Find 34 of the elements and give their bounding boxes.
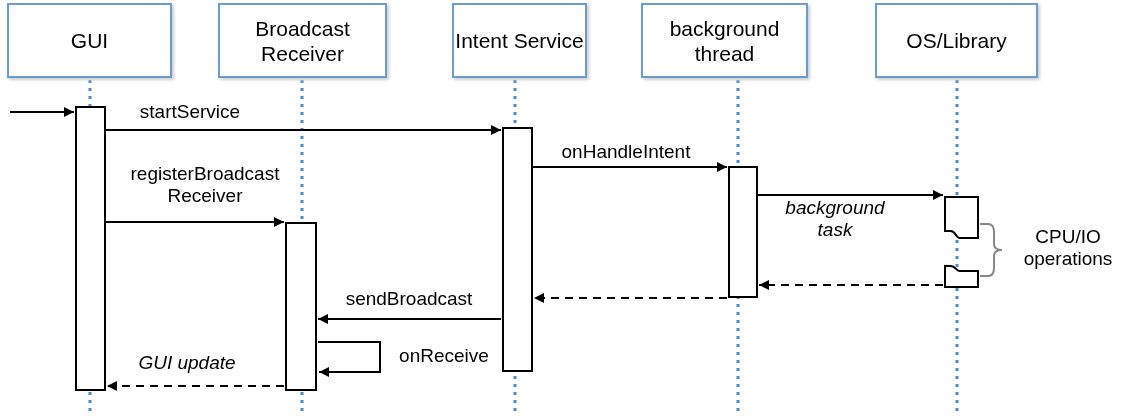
message-arrow — [9, 107, 75, 117]
edge-label: startService — [138, 101, 242, 123]
activation-bar — [502, 127, 533, 372]
message-arrow — [758, 280, 944, 290]
message-arrow — [533, 293, 728, 303]
message-arrow — [106, 381, 285, 391]
edge-label: onHandleIntent — [560, 141, 692, 163]
participant-box — [641, 3, 808, 78]
participant-box — [7, 3, 172, 78]
edge-label: GUI update — [137, 352, 237, 374]
activation-bar — [75, 106, 106, 391]
participant-name: background thread — [668, 15, 781, 66]
participant-box — [218, 3, 387, 78]
activation-bar — [728, 166, 758, 298]
message-arrow — [532, 162, 728, 172]
edge-label: onReceive — [398, 345, 490, 367]
participant-name: Intent Service — [455, 28, 584, 53]
message-arrow — [317, 314, 502, 324]
operation-box — [944, 196, 979, 239]
edge-label: sendBroadcast — [344, 288, 474, 310]
edge-label: registerBroadcast Receiver — [129, 163, 281, 207]
participant-name: GUI — [70, 28, 109, 53]
self-message-arrow — [317, 341, 381, 377]
operation-box — [944, 265, 979, 288]
message-arrow — [105, 217, 285, 227]
participant-name: Broadcast Receiver — [254, 15, 351, 66]
participant-name: OS/Library — [906, 28, 1007, 53]
edge-label: background task — [784, 197, 886, 241]
participant-box — [875, 3, 1038, 78]
message-arrow — [105, 125, 502, 135]
participant-box — [452, 3, 587, 78]
message-arrow — [757, 190, 944, 200]
activation-bar — [285, 222, 317, 391]
annotation-label: CPU/IO operations — [1022, 226, 1114, 270]
